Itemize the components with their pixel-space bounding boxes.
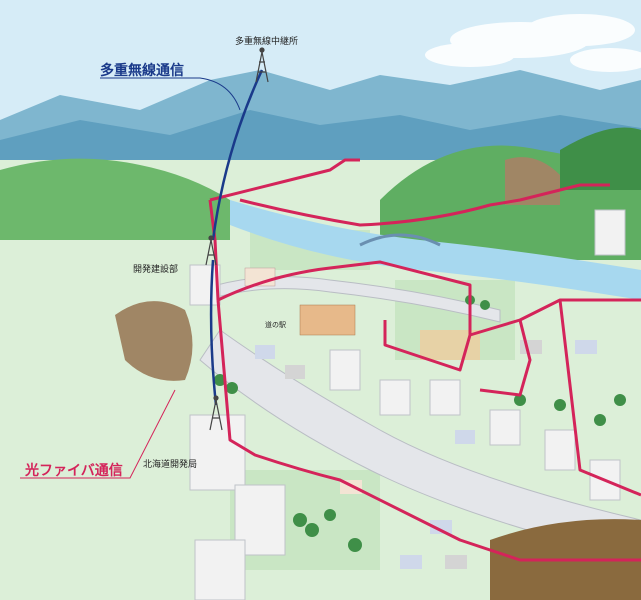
river	[230, 200, 641, 300]
bureau-tower-icon	[209, 395, 223, 431]
houses	[244, 267, 597, 569]
hill-left	[0, 158, 230, 240]
optical-fiber-label: 光ファイバ通信	[25, 463, 123, 479]
michinoeki-label: 道の駅	[265, 321, 286, 329]
relay-station-label: 多重無線中継所	[235, 37, 299, 47]
fiber-network	[208, 158, 641, 562]
landslide-cliff	[115, 301, 193, 381]
buildings	[189, 209, 626, 600]
hokkaido-bureau-label: 北海道開発局	[143, 460, 198, 470]
bridge-arch	[359, 233, 441, 247]
clouds	[425, 14, 641, 72]
radio-link	[209, 69, 264, 406]
relay-tower-icon	[255, 47, 269, 83]
multiplex-radio-label: 多重無線通信	[100, 63, 184, 79]
office-tower-icon	[205, 235, 217, 266]
hill-far-right	[560, 127, 641, 190]
dev-office-label: 開発建設部	[133, 265, 179, 275]
highway-upper	[199, 276, 501, 323]
leader-lines	[20, 77, 241, 479]
trees	[214, 295, 626, 552]
